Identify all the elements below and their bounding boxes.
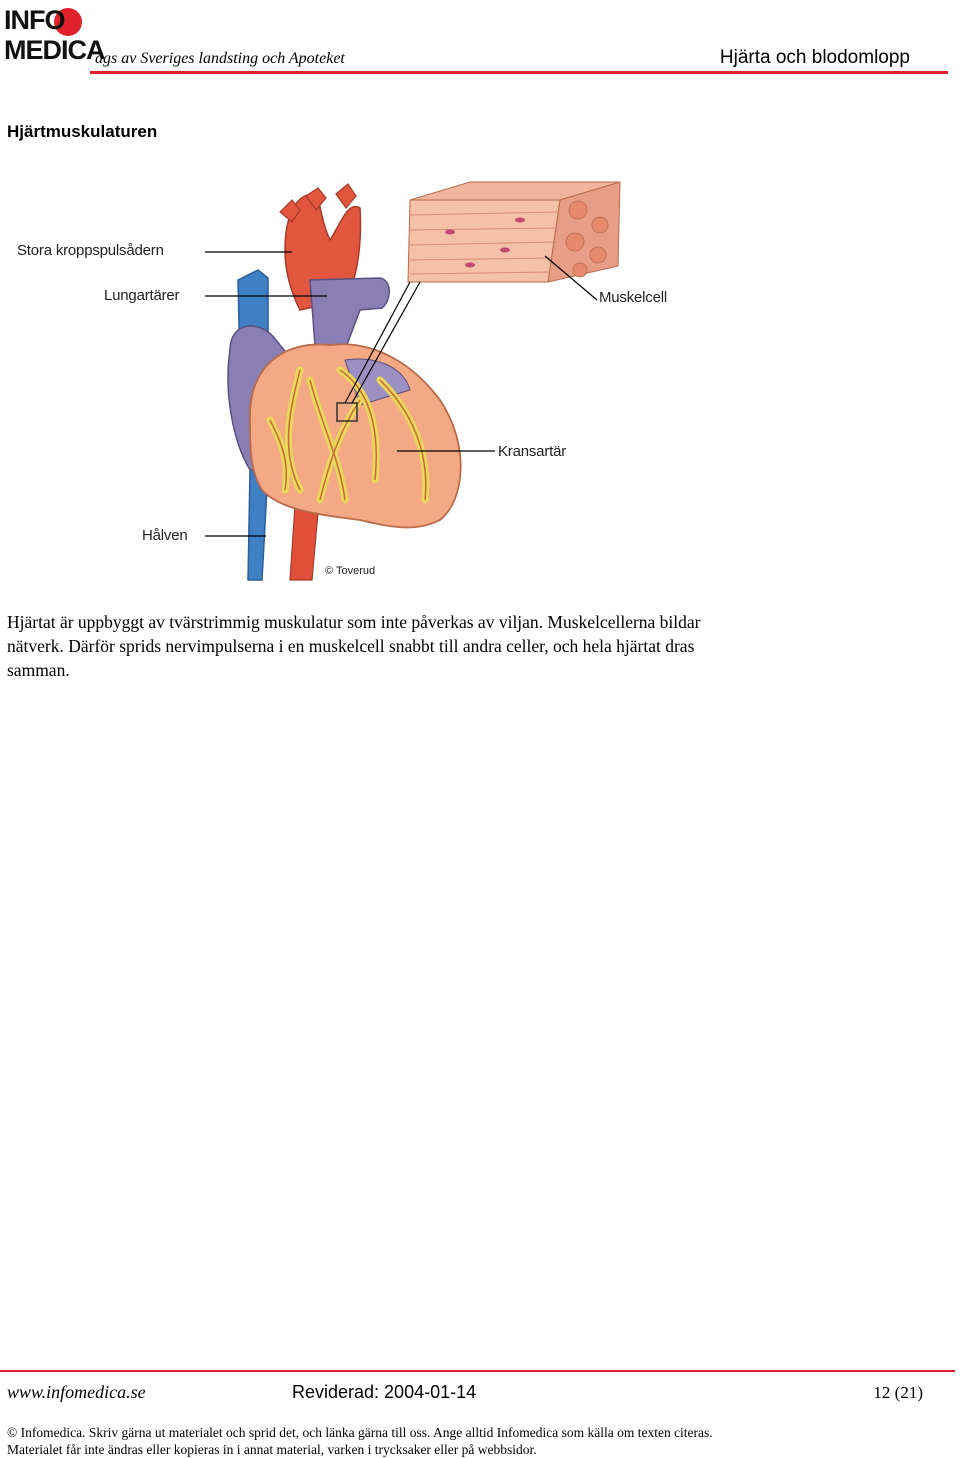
label-pulmonary-arteries: Lungartärer	[104, 287, 180, 304]
illustration-credit: © Toverud	[325, 565, 376, 577]
footer-legal-line2: Materialet får inte ändras eller kopiera…	[7, 1442, 537, 1457]
footer-revision-date: Reviderad: 2004-01-14	[292, 1382, 477, 1402]
section-heading: Hjärtmuskulaturen	[7, 122, 158, 141]
body-paragraph: Hjärtat är uppbyggt av tvärstrimmig musk…	[7, 612, 701, 680]
label-aorta: Stora kroppspulsådern	[17, 242, 164, 259]
header-divider	[90, 71, 948, 74]
header-subtitle: ägs av Sveriges landsting och Apoteket	[95, 50, 345, 67]
logo-red-dot	[54, 8, 82, 36]
label-coronary-artery: Kransartär	[498, 443, 567, 460]
footer-website-link[interactable]: www.infomedica.se	[7, 1382, 146, 1402]
label-muscle-cell: Muskelcell	[599, 289, 668, 306]
document-title: Hjärta och blodomlopp	[719, 47, 910, 68]
label-vena-cava: Hålven	[142, 527, 188, 544]
footer-legal-line1: © Infomedica. Skriv gärna ut materialet …	[7, 1425, 713, 1440]
footer-divider	[0, 1370, 955, 1372]
logo-line1: INFO	[4, 5, 65, 35]
infomedica-logo: INFO MEDICA	[4, 5, 105, 68]
heart-drawing	[205, 181, 621, 581]
footer-legal-notice: © Infomedica. Skriv gärna ut materialet …	[7, 1424, 713, 1458]
footer-page-number: 12 (21)	[873, 1383, 923, 1402]
heart-illustration: Stora kroppspulsådern Lungartärer Muskel…	[0, 170, 720, 590]
logo-line2: MEDICA	[4, 35, 105, 65]
